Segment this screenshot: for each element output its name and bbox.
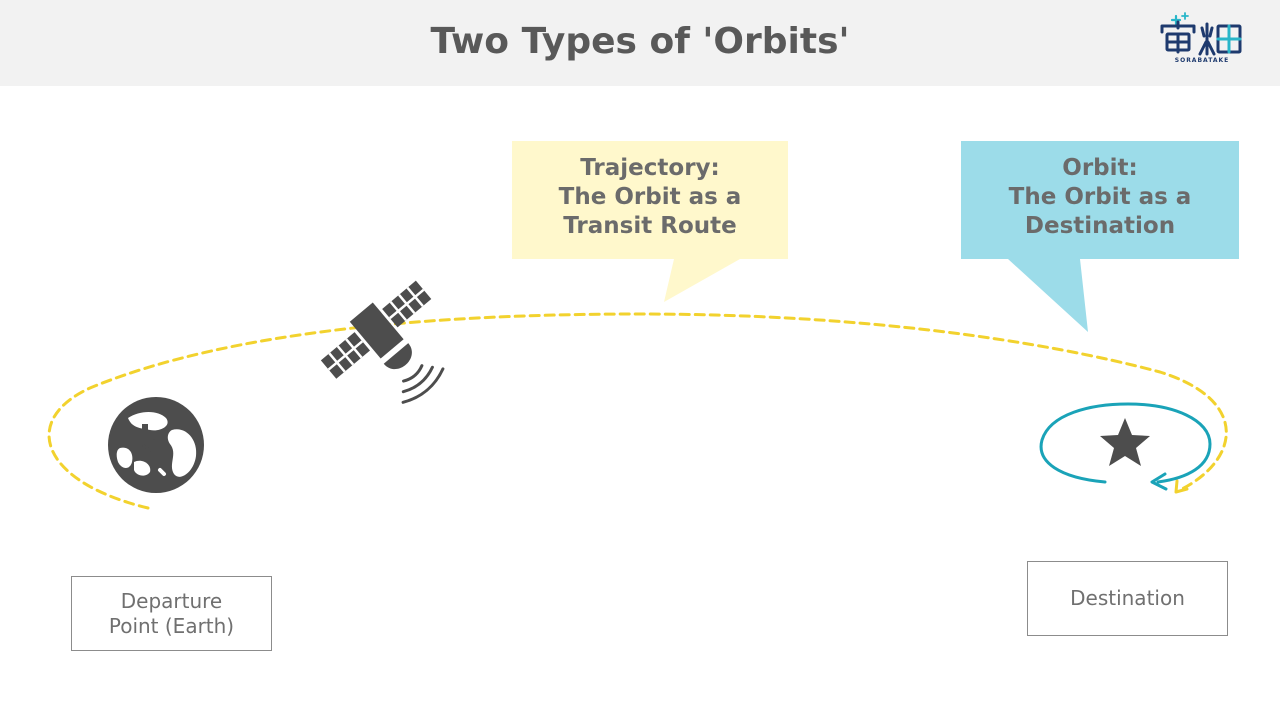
page-title: Two Types of 'Orbits' xyxy=(430,21,850,62)
trajectory-callout-line-1: Trajectory: xyxy=(580,155,720,181)
orbit-callout-line-2: The Orbit as a xyxy=(1008,184,1192,210)
header-bar: Two Types of 'Orbits' SORABATAKE xyxy=(0,0,1280,86)
trajectory-arrowhead xyxy=(1174,479,1189,494)
departure-label-line-2: Point (Earth) xyxy=(108,613,235,638)
trajectory-callout-bubble xyxy=(512,141,788,302)
orbit-callout-text: Orbit: The Orbit as a Destination xyxy=(961,154,1239,241)
destination-label-box: Destination xyxy=(1027,561,1228,636)
orbit-callout-bubble xyxy=(961,141,1239,332)
trajectory-callout-line-3: Transit Route xyxy=(563,213,737,239)
logo-subtitle: SORABATAKE xyxy=(1174,57,1230,64)
logo-mark-icon xyxy=(1160,12,1242,56)
orbit-callout-line-1: Orbit: xyxy=(1062,155,1138,181)
sorabatake-logo: SORABATAKE xyxy=(1152,10,1252,74)
trajectory-path xyxy=(47,312,1228,510)
departure-label-box: Departure Point (Earth) xyxy=(71,576,272,651)
destination-orbit-path xyxy=(1039,402,1212,484)
destination-label: Destination xyxy=(1070,586,1185,610)
orbit-callout-line-3: Destination xyxy=(1024,213,1176,239)
star-icon xyxy=(1100,418,1150,466)
departure-label-line-1: Departure xyxy=(120,588,223,613)
destination-orbit-arrowhead xyxy=(1150,472,1168,491)
trajectory-callout-line-2: The Orbit as a xyxy=(558,184,742,210)
satellite-icon xyxy=(320,280,445,404)
trajectory-callout-text: Trajectory: The Orbit as a Transit Route xyxy=(512,154,788,241)
globe-icon xyxy=(108,397,204,493)
